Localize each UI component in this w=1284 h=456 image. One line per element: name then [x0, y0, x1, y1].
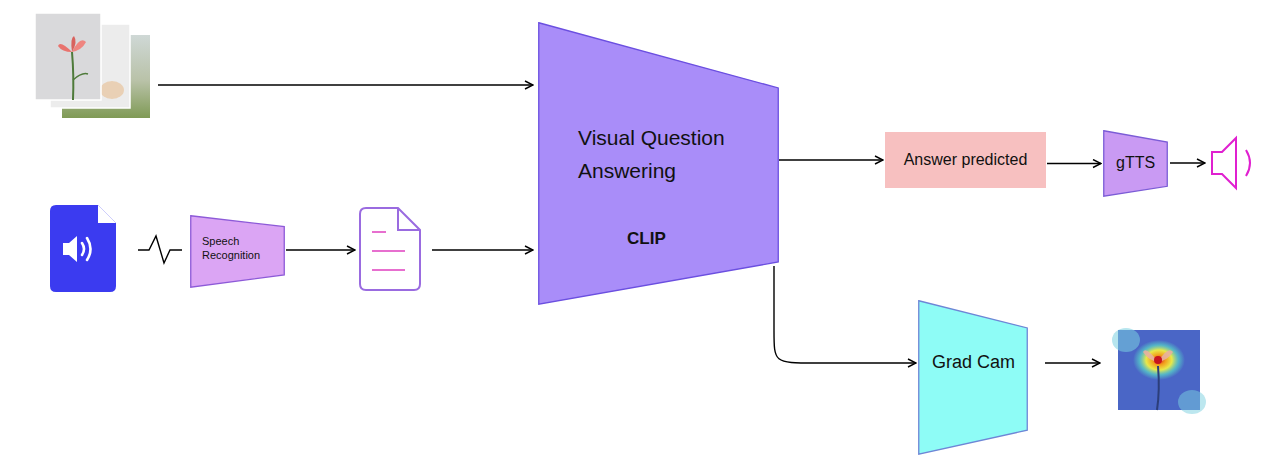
sound-wave: [82, 243, 84, 255]
file-corner: [98, 205, 116, 223]
flow-arrow: [1047, 163, 1101, 164]
trapezoid-shape: [191, 216, 285, 288]
speaker-glyph: [63, 236, 77, 262]
document-fold: [398, 208, 420, 230]
speaker-icon: [1212, 138, 1250, 188]
document-icon: [360, 208, 420, 290]
answer-box: Answer predicted: [885, 132, 1046, 188]
trapezoid-shape: [539, 23, 779, 305]
block-label: Visual Question Answering: [578, 122, 773, 187]
flower-petal: [58, 44, 72, 52]
photo-detail: [100, 81, 124, 99]
input-arrow: [158, 84, 533, 85]
audio-file-icon: [50, 205, 116, 292]
sound-wave: [1246, 150, 1250, 176]
heatmap-blob: [1112, 328, 1140, 352]
flower-stem: [1157, 366, 1159, 410]
heatmap-peak: [1154, 356, 1162, 364]
heatmap-image: [1112, 328, 1206, 414]
block-label: Answer predicted: [904, 150, 1028, 169]
waveform-symbol: [138, 236, 182, 263]
document-lines: [372, 232, 405, 270]
text-arrow: [286, 249, 355, 250]
flow-arrow: [774, 266, 916, 363]
sound-wave: [87, 238, 91, 260]
heatmap-blob: [1178, 390, 1206, 414]
file-shape: [50, 205, 116, 292]
audio-arrow: [1170, 162, 1205, 163]
block-label: gTTS: [1116, 153, 1155, 172]
model-name: CLIP: [627, 229, 666, 249]
flower-petal: [71, 36, 75, 52]
photo-flower: [35, 13, 101, 100]
block-label: Grad Cam: [932, 352, 1015, 374]
flow-arrow: [779, 159, 883, 160]
flower-stem: [72, 52, 73, 100]
vqa-model-block: Visual Question AnsweringCLIP: [538, 22, 779, 305]
speaker-body: [1212, 138, 1236, 188]
tts-block: gTTS: [1103, 130, 1168, 197]
heatmap-arrow: [1045, 362, 1100, 363]
document-shape: [360, 208, 420, 290]
gradcam-block: Grad Cam: [918, 300, 1028, 455]
block-outline: [918, 300, 1028, 455]
trapezoid-shape: [1104, 131, 1168, 197]
input-images: [35, 13, 150, 118]
speech-recognition-block: Speech Recognition: [190, 215, 285, 288]
flower-leaf: [73, 74, 88, 80]
trapezoid-shape: [919, 301, 1028, 455]
block-label: Speech Recognition: [202, 234, 266, 263]
question-arrow: [432, 249, 533, 250]
